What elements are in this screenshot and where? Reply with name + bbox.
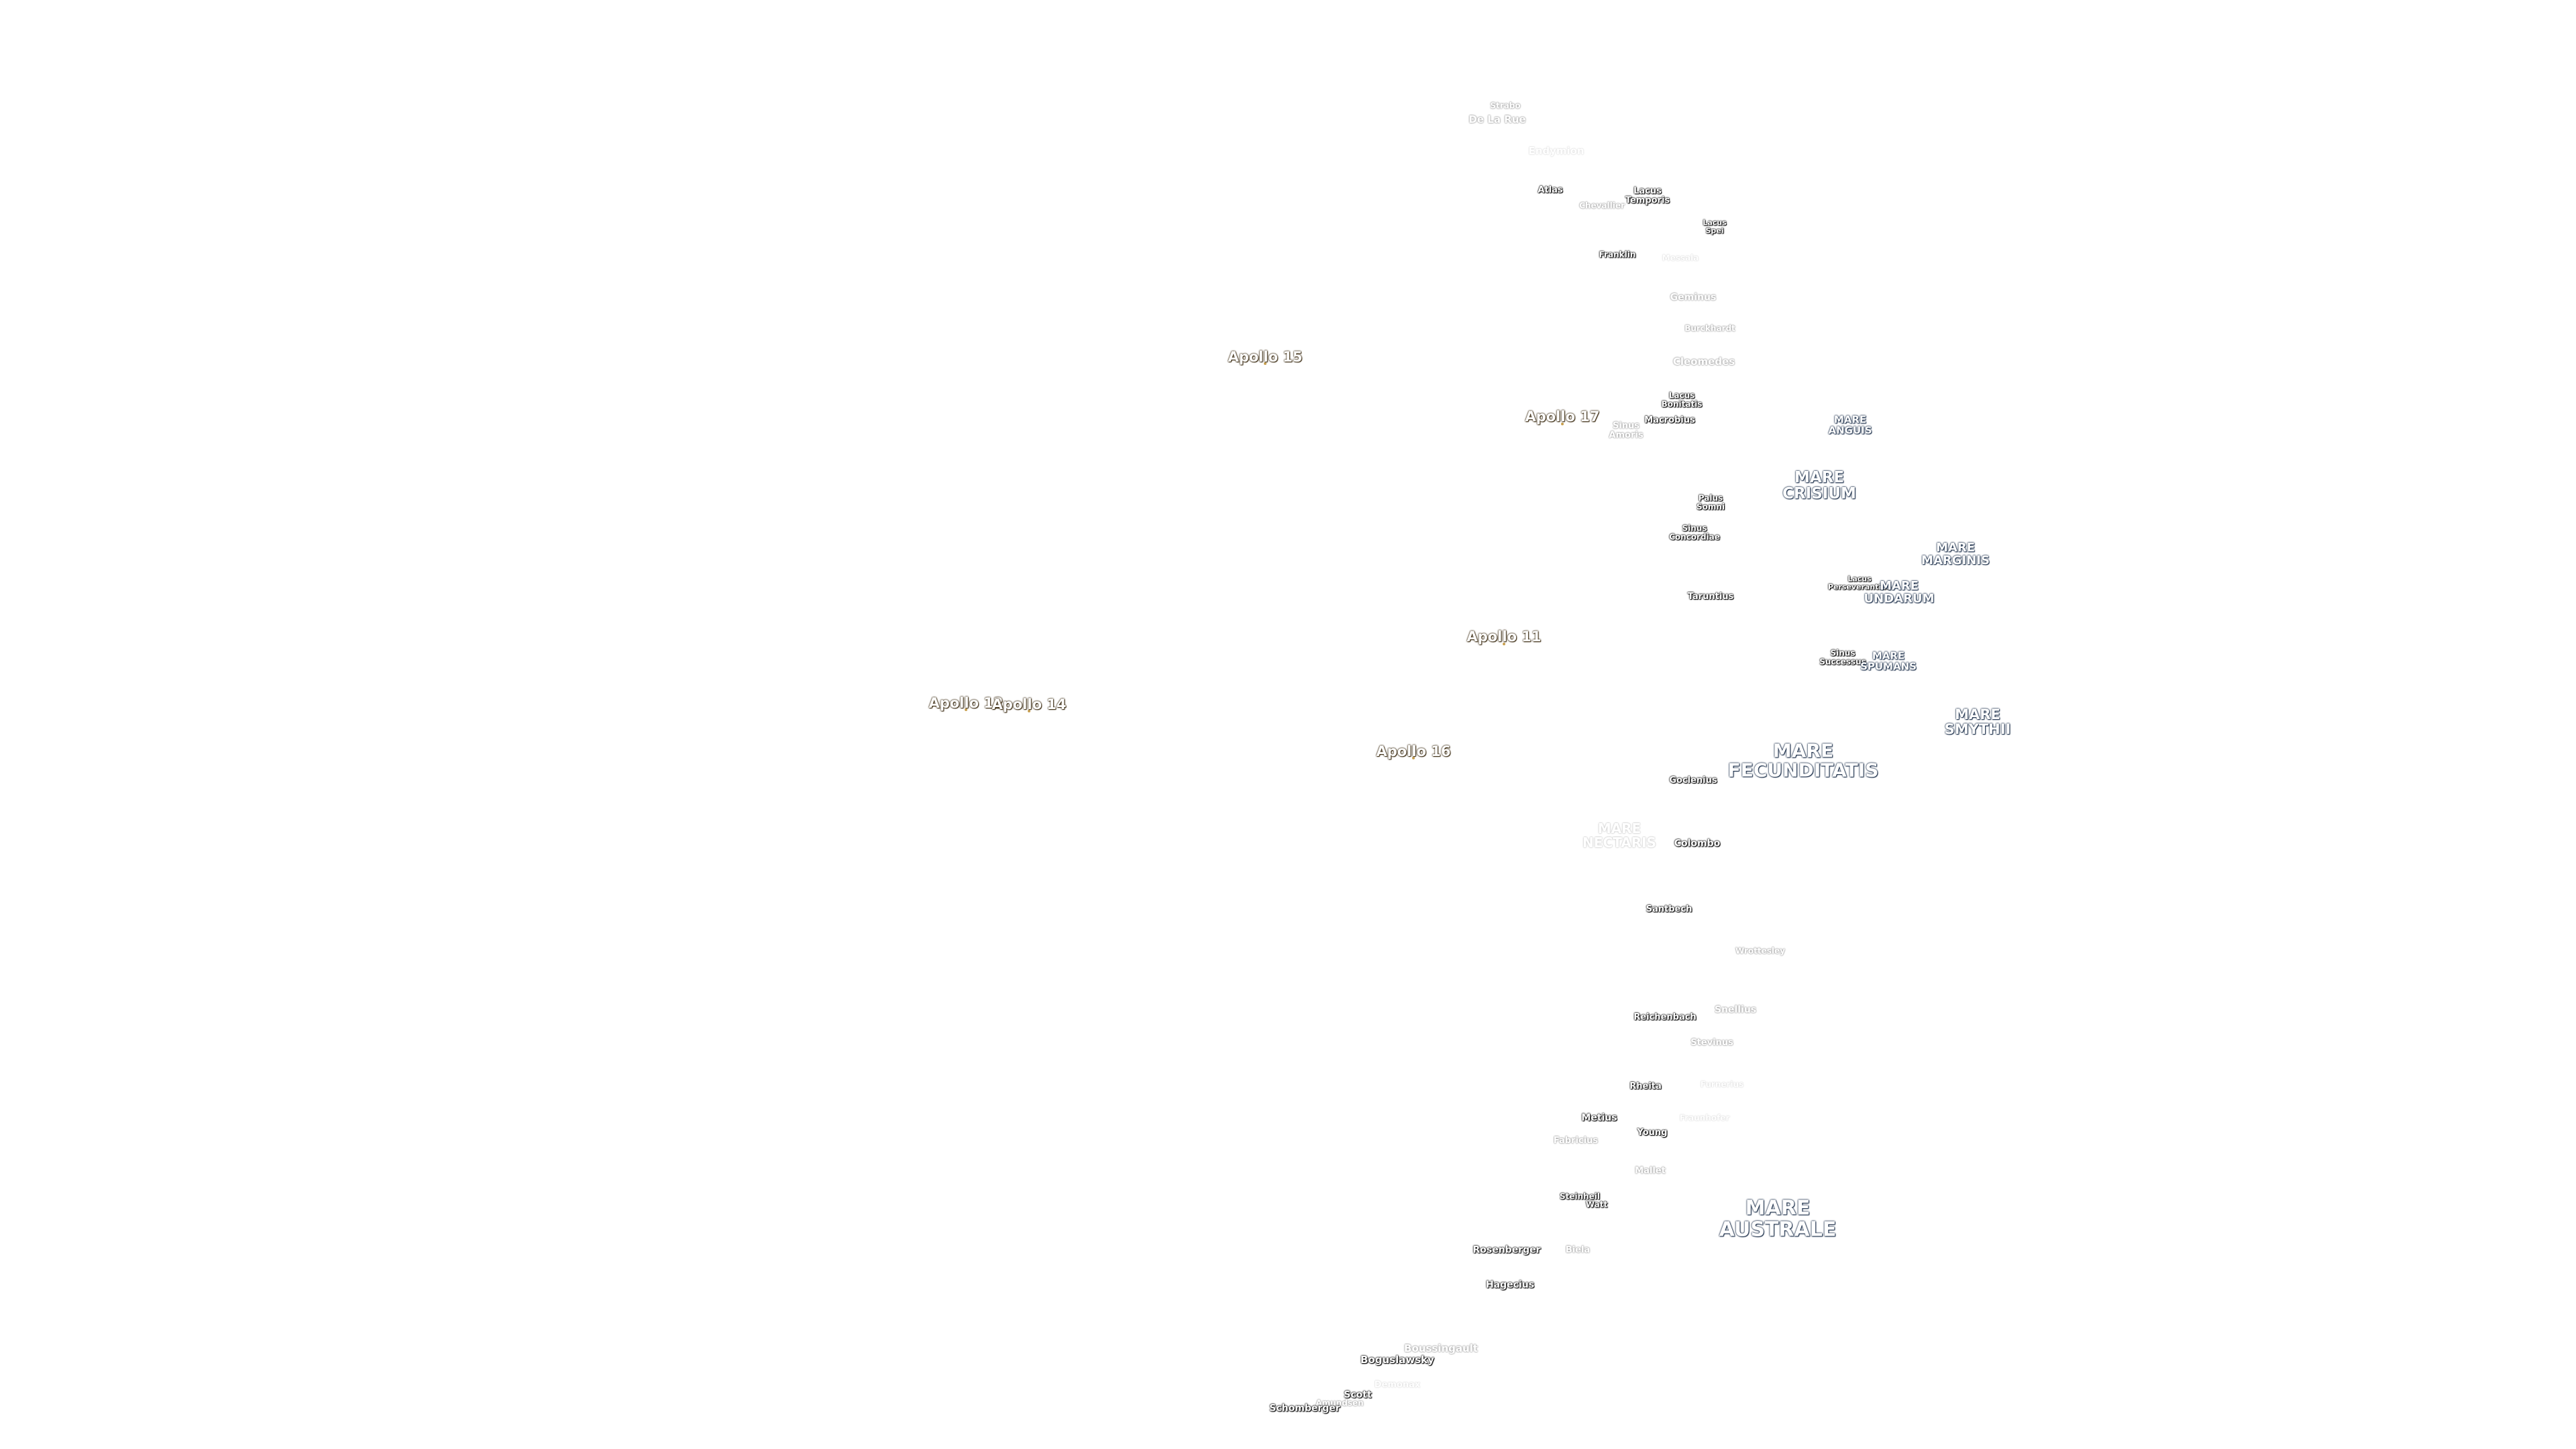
apollo-12-site-marker[interactable] [965, 708, 967, 711]
label-lacus-temporis: Lacus Temporis [1625, 186, 1670, 205]
label-cleomedes: Cleomedes [1672, 356, 1735, 368]
label-metius: Metius [1581, 1112, 1617, 1124]
label-chevallier: Chevallier [1579, 201, 1625, 211]
label-apollo-11[interactable]: Apollo 11 [1466, 628, 1542, 645]
label-mare-crisium: MARE CRISIUM [1782, 468, 1856, 502]
label-apollo-17[interactable]: Apollo 17 [1525, 408, 1600, 425]
label-rheita: Rheita [1629, 1081, 1662, 1092]
apollo-14-site-marker[interactable] [1028, 710, 1030, 712]
apollo-16-site-marker[interactable] [1412, 757, 1415, 759]
label-lacus-perseverantiae: Lacus Perseverantiae [1827, 574, 1892, 591]
label-atlas: Atlas [1538, 185, 1563, 196]
label-sinus-amoris: Sinus Amoris [1609, 421, 1644, 440]
label-sinus-successus: Sinus Successus [1819, 648, 1866, 666]
label-boussingault: Boussingault [1404, 1342, 1478, 1355]
label-mare-marginis: MARE MARGINIS [1921, 541, 1990, 568]
label-goclenius: Goclenius [1669, 775, 1717, 786]
label-endymion: Endymion [1528, 145, 1585, 158]
label-schomberger: Schomberger [1269, 1403, 1340, 1414]
label-demonax: Demonax [1374, 1380, 1421, 1391]
label-stevinus: Stevinus [1690, 1038, 1733, 1049]
apollo-17-site-marker[interactable] [1561, 423, 1564, 425]
label-franklin: Franklin [1599, 250, 1636, 260]
label-geminus: Geminus [1670, 292, 1717, 303]
label-burckhardt: Burckhardt [1684, 323, 1735, 333]
label-young: Young [1637, 1128, 1668, 1138]
label-fabricius: Fabricius [1553, 1136, 1599, 1146]
label-reichenbach: Reichenbach [1633, 1012, 1697, 1023]
label-mare-spumans: MARE SPUMANS [1860, 649, 1917, 672]
label-palus-somni: Palus Somni [1696, 493, 1725, 511]
label-macrobius: Macrobius [1644, 415, 1695, 426]
label-lacus-bonitatis: Lacus Bonitatis [1661, 390, 1703, 409]
label-scott: Scott [1344, 1389, 1372, 1401]
label-colombo: Colombo [1674, 838, 1721, 849]
label-mare-smythii: MARE SMYTHII [1944, 706, 2011, 737]
label-taruntius: Taruntius [1687, 592, 1734, 602]
label-rosenberger: Rosenberger [1472, 1244, 1541, 1256]
label-furnerius: Furnerius [1700, 1079, 1744, 1089]
label-biela: Biela [1565, 1245, 1591, 1256]
label-mallet: Mallet [1635, 1166, 1666, 1177]
label-santbech: Santbech [1646, 904, 1693, 915]
apollo-11-site-marker[interactable] [1503, 643, 1505, 645]
label-mare-anguis: MARE ANGUIS [1828, 413, 1872, 436]
apollo-15-site-marker[interactable] [1264, 362, 1267, 365]
label-messala: Messala [1662, 253, 1699, 263]
label-lacus-spei: Lacus Spei [1703, 218, 1727, 235]
label-mare-nectaris: MARE NECTARIS [1582, 820, 1656, 851]
label-steinheil: Steinheil [1559, 1191, 1601, 1201]
label-strabo: Strabo [1490, 101, 1521, 111]
label-watt: Watt [1585, 1199, 1608, 1210]
label-wrottesley: Wrottesley [1735, 946, 1786, 956]
label-snellius: Snellius [1714, 1004, 1757, 1016]
label-sinus-concordiae: Sinus Concordiae [1669, 523, 1720, 541]
label-boguslawsky: Boguslawsky [1360, 1354, 1434, 1366]
label-fraunhofer: Fraunhofer [1679, 1113, 1730, 1123]
label-hagecius: Hagecius [1485, 1279, 1535, 1291]
label-amundsen: Amundsen [1316, 1398, 1364, 1408]
label-de-la-rue: De La Rue [1468, 113, 1526, 126]
label-mare-undarum: MARE UNDARUM [1864, 579, 1935, 606]
label-mare-australe: MARE AUSTRALE [1719, 1196, 1837, 1241]
label-mare-fecunditatis: MARE FECUNDITATIS [1727, 739, 1879, 782]
